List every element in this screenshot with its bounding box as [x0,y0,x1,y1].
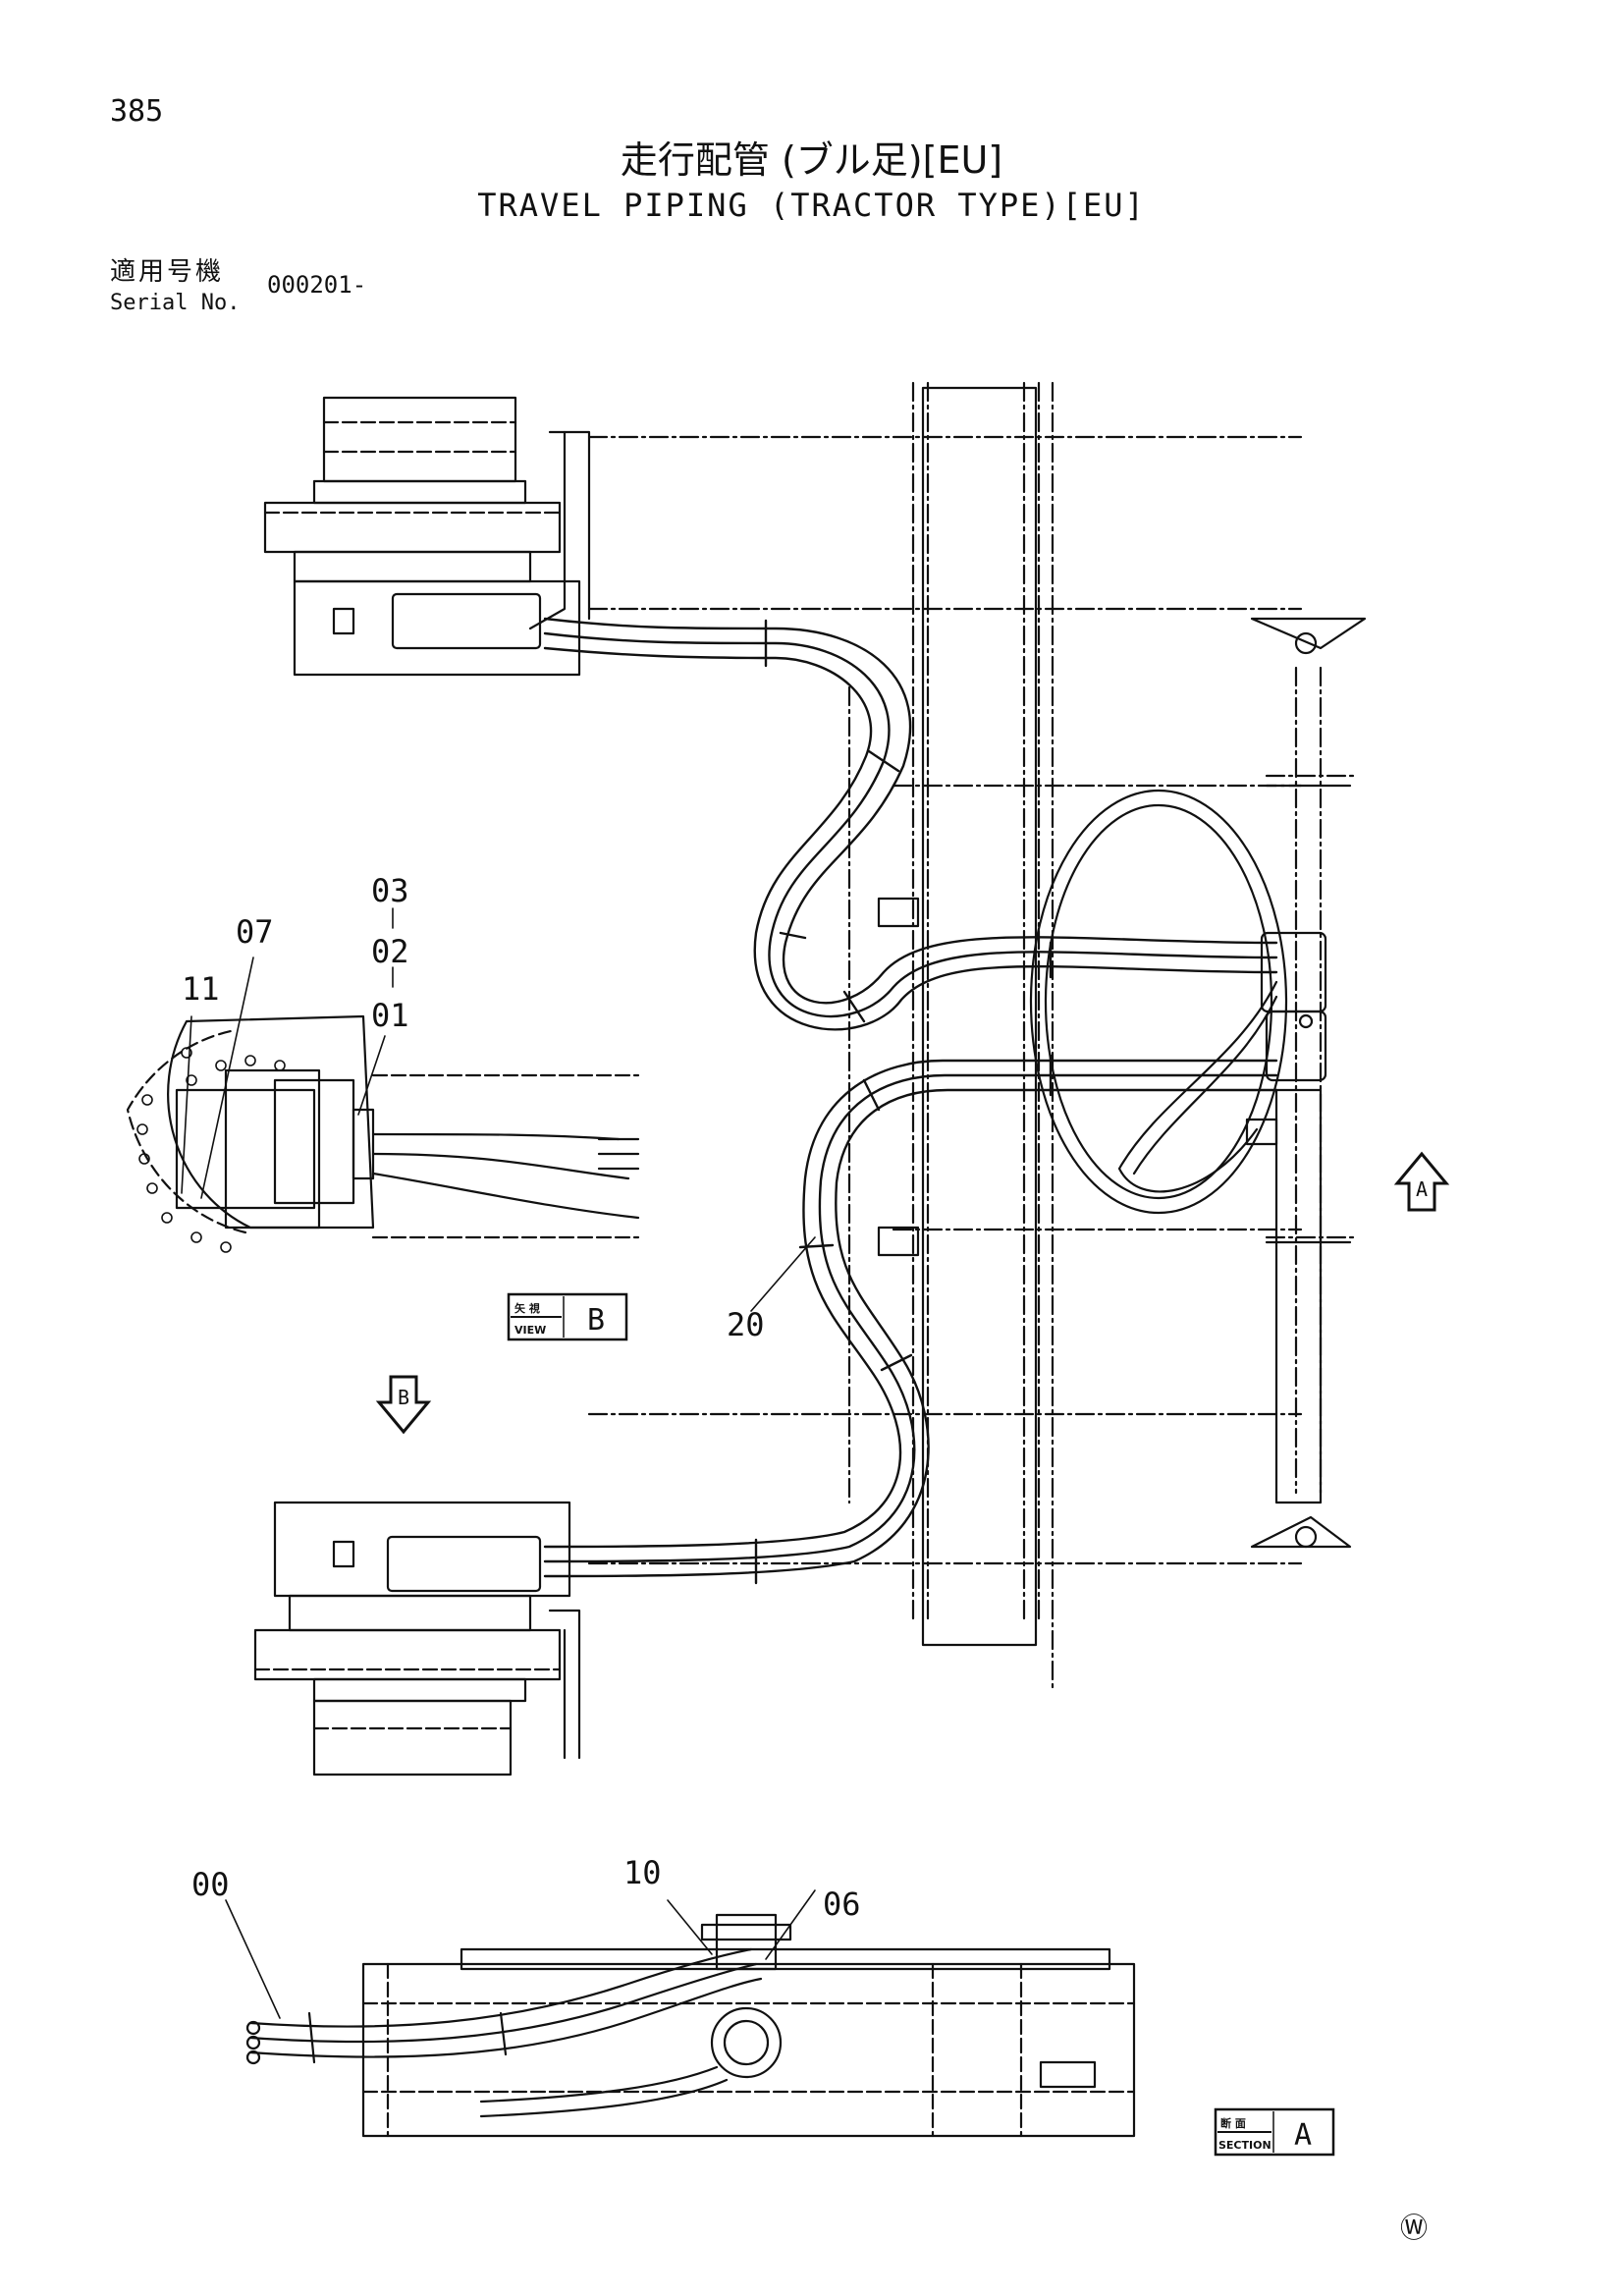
view-arrow-a-letter: A [1416,1177,1428,1201]
view-arrow-b-letter: B [398,1386,409,1409]
view-b-bolt-circle [136,1047,286,1253]
serial-number-value: 000201- [267,271,367,299]
title-japanese: 走行配管 (ブル足)[EU] [620,138,1003,182]
view-b-tag: 矢 視 VIEW B [507,1292,628,1341]
callout-01: 01 [371,997,409,1034]
serial-label-japanese: 適用号機 [110,257,225,287]
callout-03: 03 [371,872,409,909]
callout-10: 10 [623,1854,662,1891]
upper-pivot-bracket [1250,617,1367,650]
upper-hose-run [543,617,1278,1031]
section-a-detail [245,1913,1136,2138]
serial-label-english: Serial No. [110,291,241,315]
title-english: TRAVEL PIPING (TRACTOR TYPE)[EU] [477,187,1146,224]
frame-rails [587,381,1303,1691]
section-a-tag: 断 面 SECTION A [1214,2107,1335,2157]
track-frame-beam [921,386,1038,1647]
callout-11: 11 [182,970,220,1008]
lower-hose-run [543,1054,1278,1585]
callout-07: 07 [236,913,274,951]
lower-travel-motor [253,1501,581,1777]
section-a-tag-en: SECTION [1218,2139,1271,2152]
view-b-tag-jp: 矢 視 [514,1301,540,1315]
swivel-joint-hoses [1029,789,1327,1215]
section-a-tag-letter: A [1294,2118,1312,2153]
upper-travel-motor [263,396,591,677]
leader-lines [181,907,816,2019]
view-arrow-b-icon: B [375,1375,432,1435]
section-a-tag-jp: 断 面 [1220,2116,1246,2130]
view-b-tag-en: VIEW [514,1324,546,1337]
callout-00: 00 [191,1866,230,1903]
view-arrow-a-icon: A [1393,1151,1450,1212]
lower-pivot-bracket [1250,1515,1352,1549]
page-number: 385 [110,94,164,129]
callout-20: 20 [727,1306,765,1343]
callout-02: 02 [371,933,409,970]
view-b-detail [126,1014,640,1239]
manufacturer-mark-icon: Ⓦ [1400,2212,1428,2244]
view-b-tag-letter: B [587,1303,605,1338]
callout-06: 06 [823,1886,861,1923]
